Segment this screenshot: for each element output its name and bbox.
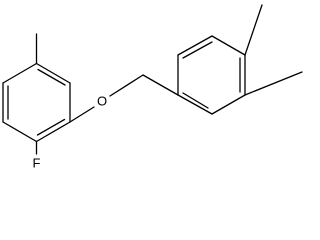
methyl-bond-right-lower xyxy=(244,71,303,96)
oxygen-methylene-bond xyxy=(109,74,144,97)
right-aryl-ring xyxy=(177,35,246,115)
bond-ring-left-1 xyxy=(35,62,71,84)
bond-ring-left-4 xyxy=(2,121,38,143)
methylene-aryl-bond xyxy=(142,74,179,96)
oxygen-label: O xyxy=(97,93,107,108)
aryl-oxygen-bond xyxy=(69,106,95,123)
double-bond-right-c xyxy=(182,92,209,109)
left-aryl-ring xyxy=(2,62,71,143)
fluorine-label: F xyxy=(33,155,41,170)
double-bond-left-b xyxy=(36,118,66,136)
double-bond-left-a xyxy=(37,68,66,86)
bond-ring-right-3 xyxy=(211,35,246,56)
bond-ring-left-3 xyxy=(35,121,71,143)
bond-ring-right-6 xyxy=(177,94,213,115)
double-bond-right-a xyxy=(182,41,213,59)
chemical-structure-diagram: F O xyxy=(2,4,303,170)
bond-ring-right-5 xyxy=(211,94,246,115)
methyl-bond-right-upper xyxy=(244,4,263,56)
bond-ring-left-6 xyxy=(2,62,38,84)
bond-ring-right-2 xyxy=(177,35,213,56)
